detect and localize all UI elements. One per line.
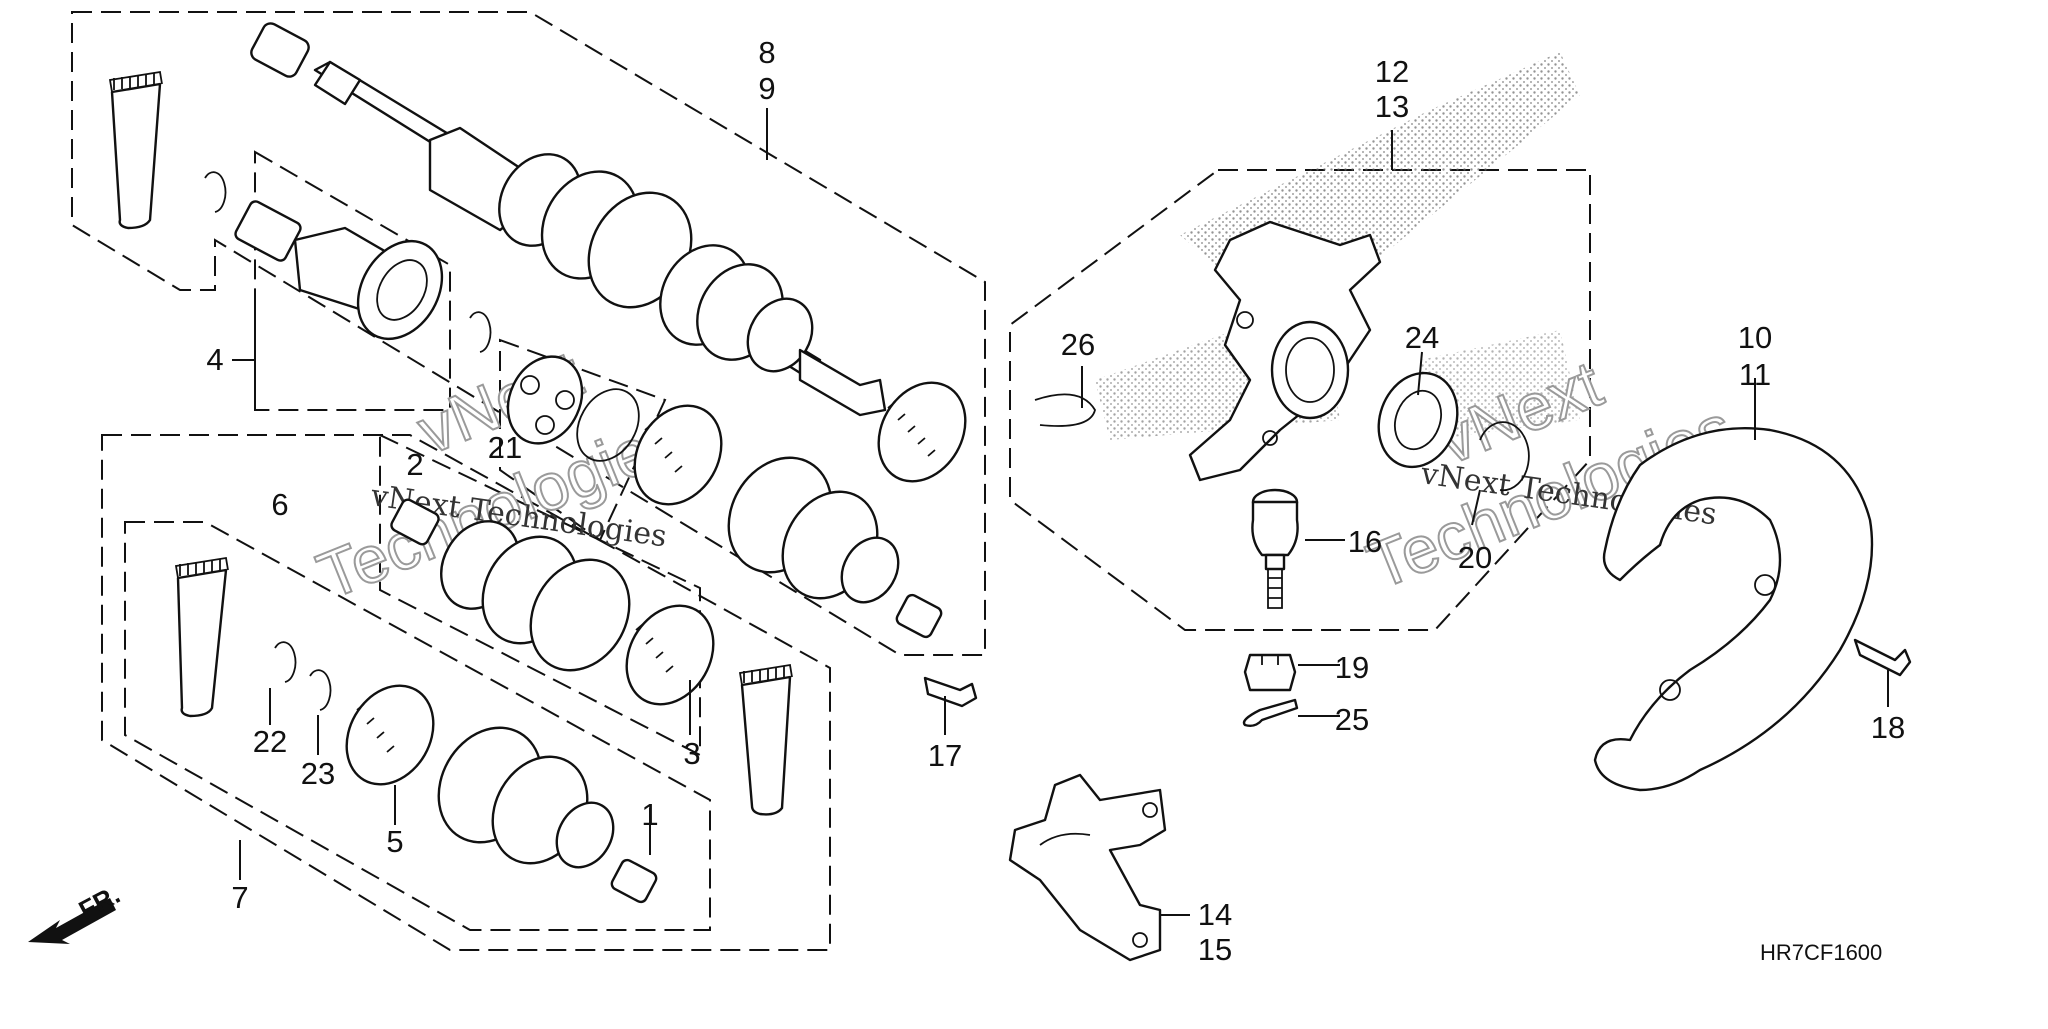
- callout-7: 7: [231, 880, 248, 915]
- callout-2: 2: [406, 447, 423, 482]
- grease-tube-top: [108, 70, 163, 230]
- callout-18: 18: [1871, 710, 1905, 745]
- flange-bolt-18: [1853, 638, 1912, 677]
- callout-8: 8: [758, 35, 775, 70]
- callout-19: 19: [1335, 650, 1369, 685]
- callout-11: 11: [1739, 357, 1771, 392]
- grease-tube-right: [738, 663, 793, 816]
- callout-1: 1: [641, 797, 658, 832]
- snap-rings-knuckle: [1034, 393, 1530, 492]
- disc-shield: [1593, 426, 1874, 792]
- circlips: [204, 171, 640, 711]
- knuckle-guard: [1008, 773, 1167, 962]
- stipple-shadow-right: [1420, 330, 1580, 440]
- callout-23: 23: [301, 756, 335, 791]
- group-box-boot-kit-2: [379, 433, 701, 757]
- group-box-boot-kit-6: [124, 521, 711, 931]
- callout-6: 6: [271, 487, 288, 522]
- callout-15: 15: [1198, 932, 1232, 967]
- boot-kit-2: [390, 498, 715, 706]
- callout-9: 9: [758, 71, 775, 106]
- callout-25: 25: [1335, 702, 1369, 737]
- steering-knuckle: [1188, 220, 1382, 482]
- callout-20: 20: [1458, 540, 1492, 575]
- front-direction-arrow: FR.: [28, 879, 125, 944]
- callout-3: 3: [683, 736, 700, 771]
- callout-24: 24: [1405, 320, 1439, 355]
- callout-4: 4: [206, 342, 223, 377]
- callout-12: 12: [1375, 54, 1409, 89]
- callout-22: 22: [253, 724, 287, 759]
- callout-5: 5: [386, 824, 403, 859]
- castle-nut: [1243, 653, 1297, 692]
- boot-parts-upper-right: [633, 404, 943, 639]
- flange-bolt-17: [923, 676, 978, 708]
- group-box-driveshaft-8-9: [71, 11, 986, 656]
- leader-lines: [232, 108, 1889, 916]
- grease-tube-middle: [174, 556, 229, 718]
- group-box-outer-7: [101, 434, 831, 951]
- cotter-pin: [1242, 698, 1299, 728]
- driveshaft-assembly: [250, 22, 967, 483]
- callout-10: 10: [1738, 320, 1772, 355]
- diagram-part-code: HR7CF1600: [1760, 940, 1882, 965]
- callout-17: 17: [928, 738, 962, 773]
- group-box-knuckle-12-13: [1009, 169, 1591, 631]
- ball-joint: [1251, 488, 1299, 609]
- callout-26: 26: [1061, 327, 1095, 362]
- wheel-bearing: [1377, 371, 1459, 469]
- callout-21: 21: [488, 430, 522, 465]
- outer-boot: [345, 684, 658, 904]
- callout-14: 14: [1198, 897, 1232, 932]
- callout-labels: 8 9 12 13 26 24 10 11 4 21 2 6 16 20 19 …: [206, 35, 1905, 967]
- tripod-kit: [506, 355, 584, 445]
- callout-16: 16: [1348, 524, 1382, 559]
- callout-13: 13: [1375, 89, 1409, 124]
- inner-joint: [234, 200, 444, 341]
